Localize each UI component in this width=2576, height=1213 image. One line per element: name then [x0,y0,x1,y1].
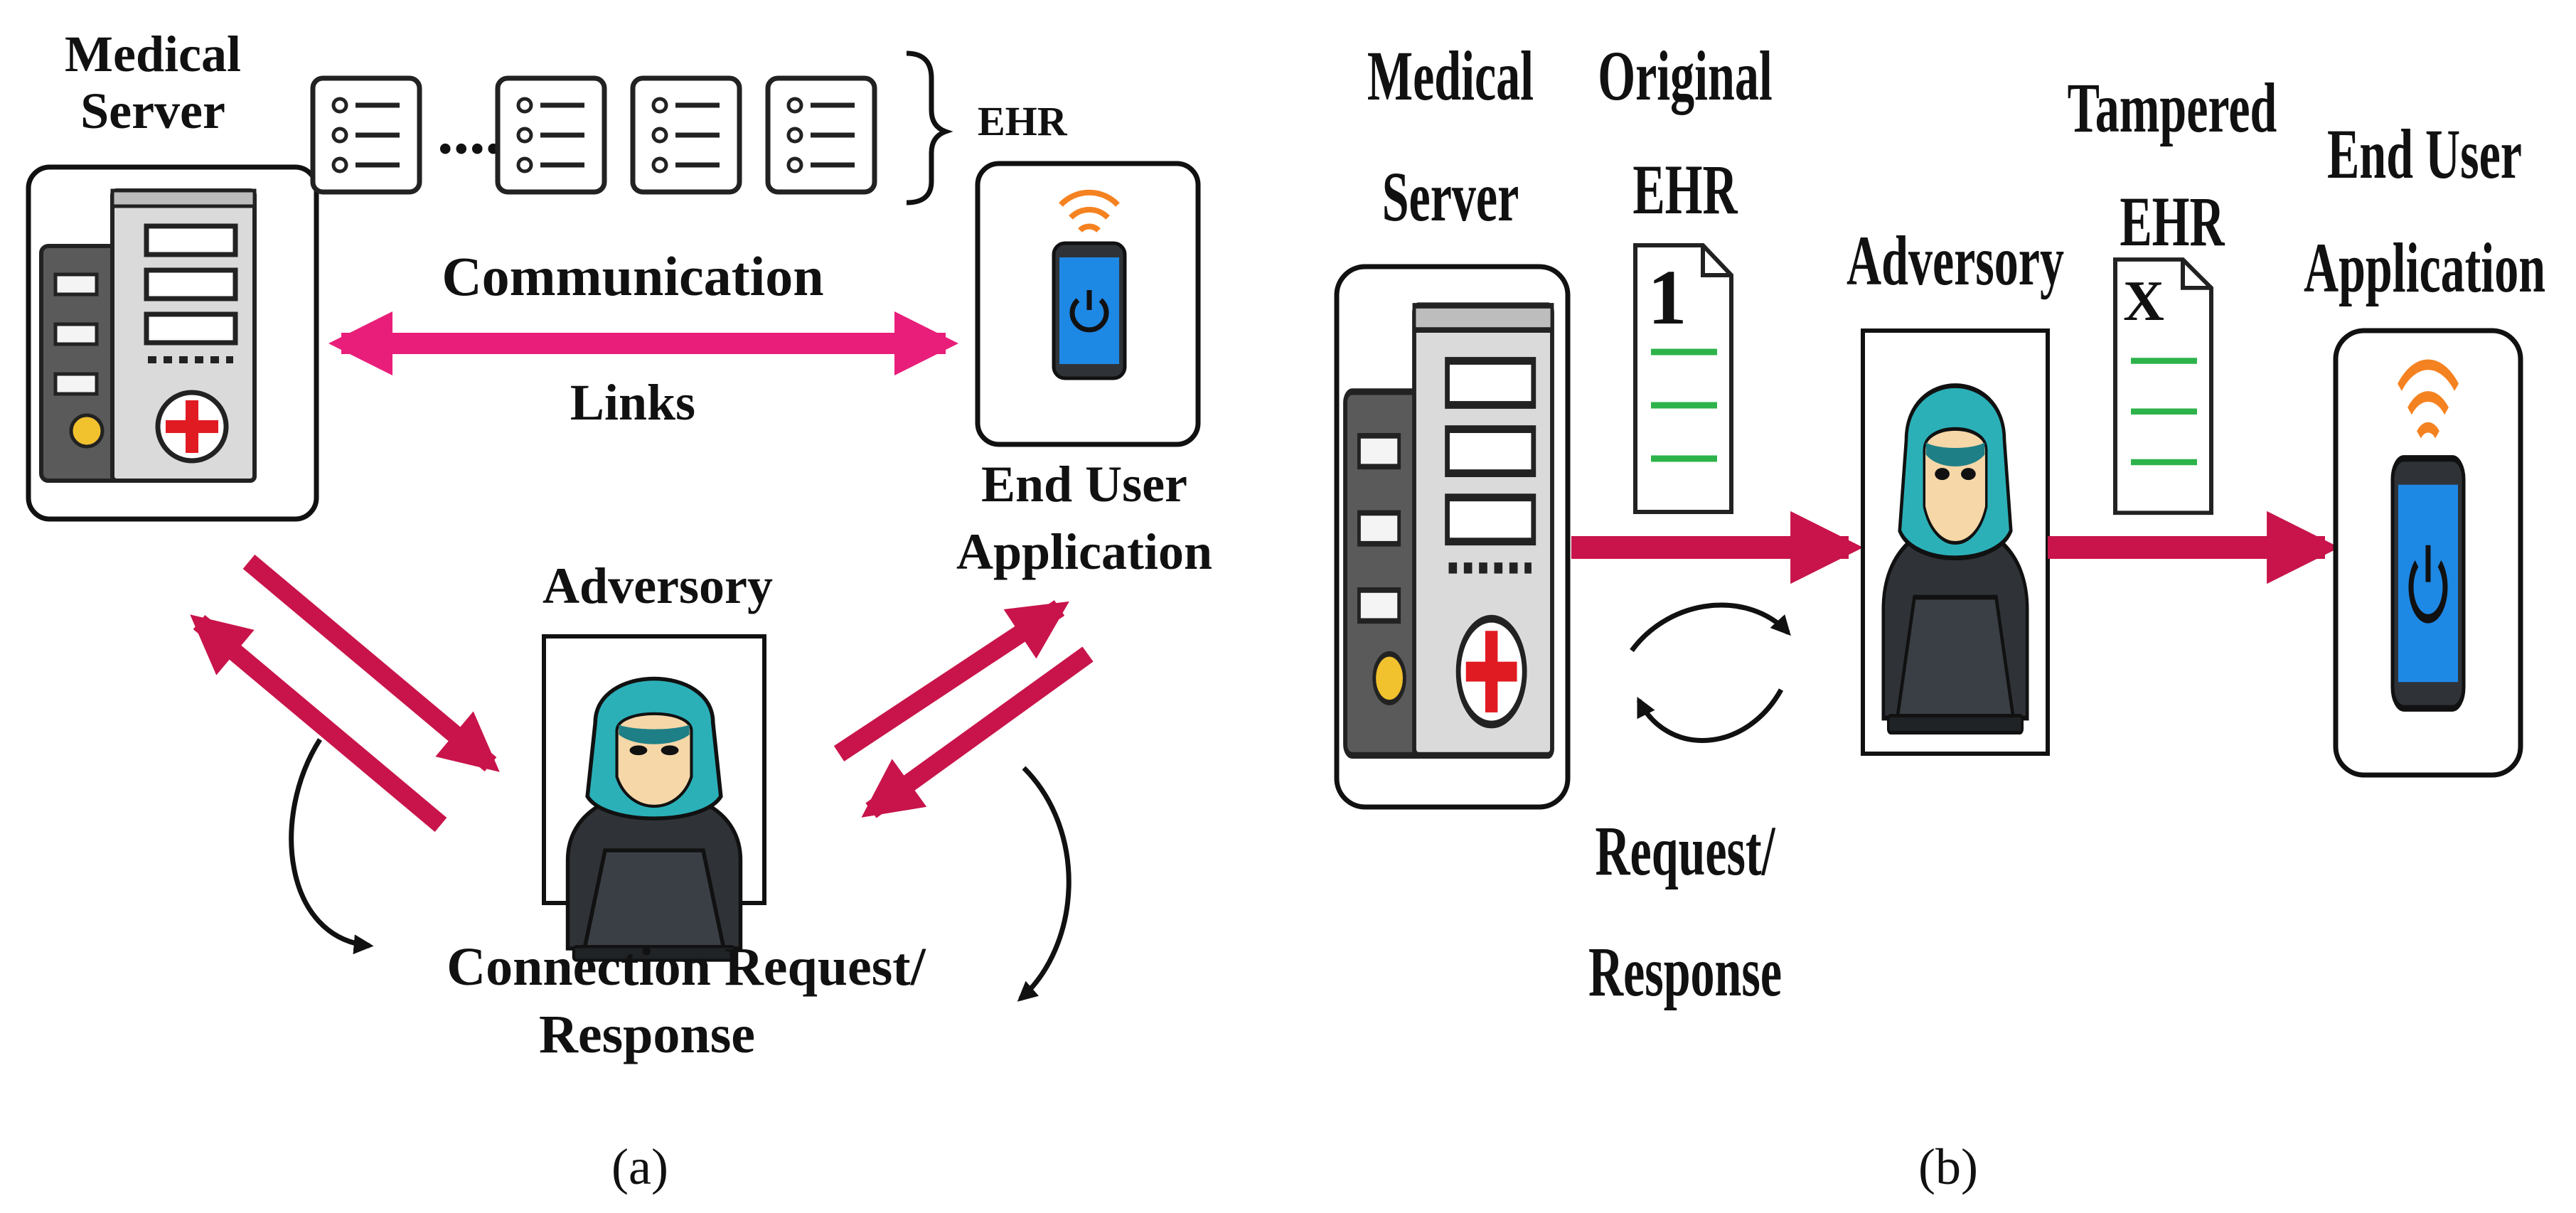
end-user-label-b-line2: Application [2304,229,2545,307]
document-list-icon [498,78,604,192]
panel-a: Medical Server .... EHR Communication Li… [26,26,1212,1195]
original-ehr-document-icon: 1 [1635,245,1731,512]
original-ehr-label-line2: EHR [1632,151,1738,229]
server-label-b-line2: Server [1382,158,1519,236]
original-ehr-label-line1: Original [1598,37,1773,115]
server-label-b-line1: Medical [1367,37,1534,115]
curved-arrow-left-a [289,738,374,955]
hacker-icon [1883,386,2027,733]
curved-arrow-right-a [1017,766,1071,1002]
server-label-a-line1: Medical [65,26,241,82]
request-response-label-line1: Request/ [1595,812,1775,890]
user-to-adversary-arrow [861,646,1094,818]
adversary-to-user-arrow [833,600,1069,762]
ehr-record-list: .... EHR [313,50,1068,205]
connection-label-line1: Connection Request/ [447,937,926,997]
tampered-ehr-label-line1: Tampered [2068,69,2277,147]
adversary-to-server-arrow [190,614,447,832]
tampered-ehr-mark: X [2123,270,2164,333]
curved-arrow-bottom-b [1636,688,1784,743]
tampered-ehr-document-icon: X [2115,260,2211,513]
document-list-icon [633,78,739,192]
adversary-label-b: Adversory [1847,222,2064,300]
tampered-ehr-label-line2: EHR [2120,183,2225,261]
hacker-icon [568,679,741,961]
ehr-brace [906,50,953,205]
links-label: Links [570,374,695,431]
ehr-ellipsis: .... [437,97,501,167]
document-list-icon [313,78,419,192]
caption-a: (a) [611,1138,668,1195]
server-label-a-line2: Server [80,82,225,139]
end-user-label-a-line2: Application [956,523,1212,580]
adversary-label-a: Adversory [543,557,773,614]
caption-b: (b) [1918,1138,1978,1195]
end-user-label-a-line1: End User [981,456,1187,513]
document-list-icon [768,78,875,192]
curved-arrow-top-b [1630,602,1791,653]
server-to-adversary-arrow [242,555,500,772]
original-ehr-mark: 1 [1648,254,1687,341]
end-user-label-b-line1: End User [2327,115,2522,193]
communication-label: Communication [442,245,823,307]
request-response-label-line2: Response [1588,933,1782,1011]
connection-label-line2: Response [539,1005,755,1064]
panel-b: Medical Server Original EHR 1 Request/ R… [1334,37,2545,1195]
ehr-label: EHR [978,98,1068,144]
